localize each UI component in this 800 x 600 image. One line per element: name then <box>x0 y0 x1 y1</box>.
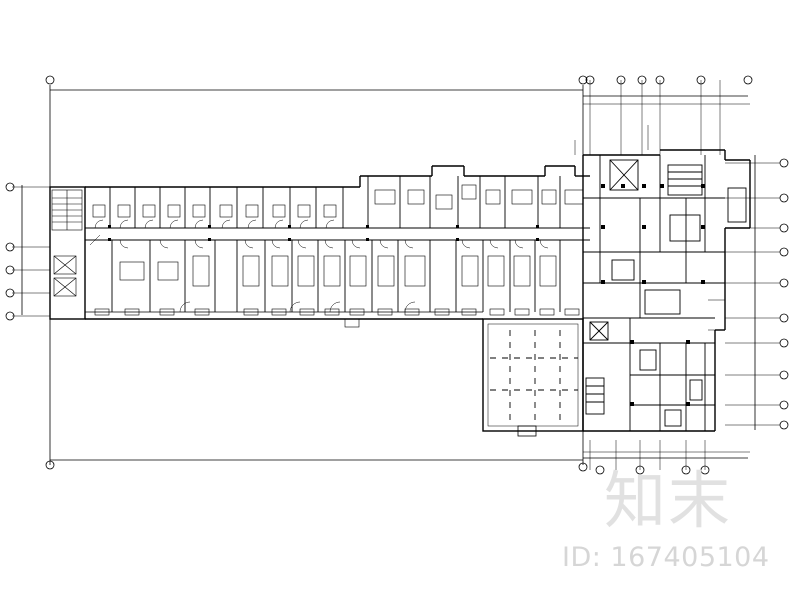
corridor <box>85 227 590 241</box>
watermark-id: ID: 167405104 <box>562 542 770 573</box>
leader-lines <box>89 125 725 331</box>
left-wing-walls <box>49 165 590 320</box>
lower-facade-windows <box>94 308 580 328</box>
door-swings <box>94 219 549 313</box>
lower-room-partitions <box>111 240 561 312</box>
columns <box>108 184 705 406</box>
right-block-walls <box>582 149 751 432</box>
watermark-logo: 知末 <box>604 464 733 537</box>
upper-room-partitions <box>109 176 561 228</box>
right-block-partitions <box>583 155 747 431</box>
room-fixtures <box>92 184 584 287</box>
hall-room <box>482 318 584 437</box>
grid-axes <box>12 80 780 470</box>
dimension-lines <box>21 85 756 465</box>
axis-bubbles <box>5 75 789 475</box>
stair-left <box>51 189 83 297</box>
